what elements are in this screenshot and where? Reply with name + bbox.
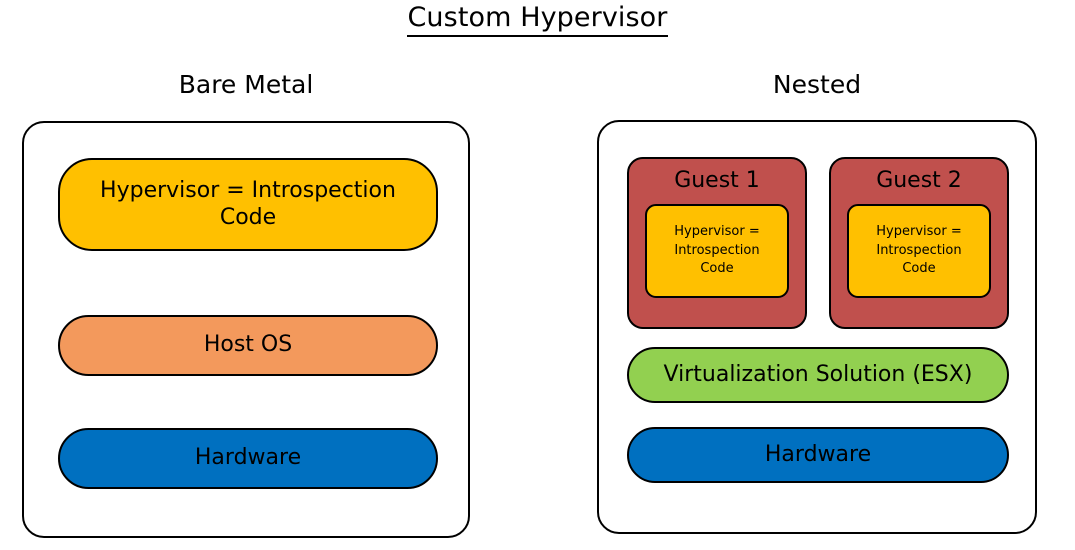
bare-metal-heading: Bare Metal (178, 70, 314, 99)
guest-2-box: Guest 2 Hypervisor = Introspection Code (829, 157, 1009, 329)
nested-panel: Guest 1 Hypervisor = Introspection Code … (597, 120, 1037, 534)
page-title-text: Custom Hypervisor (407, 2, 668, 37)
bare-metal-host-os-layer: Host OS (58, 315, 438, 376)
bare-metal-panel: Hypervisor = Introspection Code Host OS … (22, 121, 470, 538)
guest-2-hypervisor-line1: Hypervisor = (876, 223, 962, 239)
bare-metal-hardware-layer: Hardware (58, 428, 438, 489)
nested-virtualization-layer: Virtualization Solution (ESX) (627, 347, 1009, 403)
guest-2-hypervisor-line3: Code (902, 261, 936, 277)
guest-2-hypervisor-box: Hypervisor = Introspection Code (847, 204, 991, 298)
guest-1-hypervisor-line2: Introspection (674, 242, 760, 258)
guest-1-hypervisor-box: Hypervisor = Introspection Code (645, 204, 789, 298)
guest-2-label: Guest 2 (876, 168, 962, 193)
guest-1-box: Guest 1 Hypervisor = Introspection Code (627, 157, 807, 329)
nested-heading: Nested (772, 70, 862, 99)
nested-hardware-layer: Hardware (627, 427, 1009, 483)
bare-metal-hypervisor-layer: Hypervisor = Introspection Code (58, 158, 438, 251)
guest-2-hypervisor-line2: Introspection (876, 242, 962, 258)
guest-1-label: Guest 1 (674, 168, 760, 193)
guest-1-hypervisor-line3: Code (700, 261, 734, 277)
page-title: Custom Hypervisor (0, 2, 1075, 37)
guest-1-hypervisor-line1: Hypervisor = (674, 223, 760, 239)
